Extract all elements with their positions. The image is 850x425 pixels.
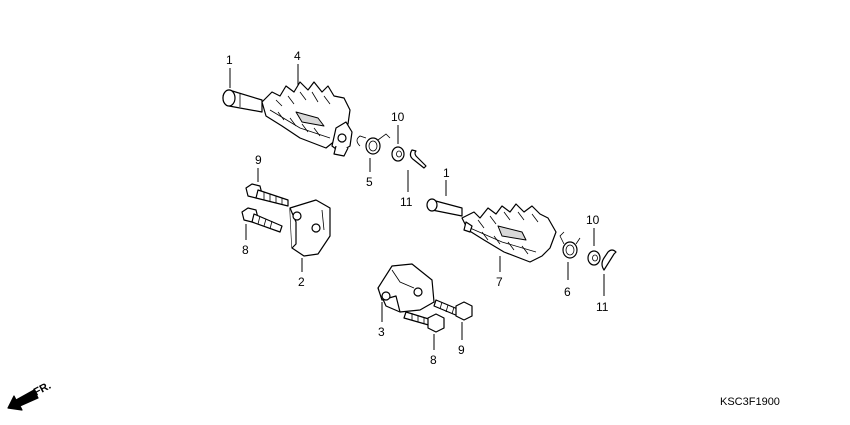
label-bolt-8-right: 8 — [430, 353, 437, 367]
front-arrow-icon — [7, 389, 39, 411]
label-bracket-2: 2 — [298, 275, 305, 289]
label-pin-upper: 1 — [226, 53, 233, 67]
front-direction-indicator: FR. — [7, 380, 53, 411]
bolt-8-right[interactable] — [403, 311, 445, 350]
bolt-9-left[interactable] — [245, 168, 289, 207]
cotter-pin-upper[interactable] — [407, 149, 427, 192]
label-spring-lower: 6 — [564, 285, 571, 299]
spring-upper[interactable] — [356, 133, 391, 172]
bracket-3[interactable] — [377, 263, 435, 322]
label-cotter-pin-upper: 11 — [400, 195, 413, 209]
label-bolt-8-left: 8 — [242, 243, 249, 257]
footpeg-right[interactable] — [261, 64, 353, 157]
label-footpeg-right: 4 — [294, 49, 301, 63]
cotter-pin-lower[interactable] — [601, 249, 617, 296]
footpeg-left[interactable] — [461, 203, 557, 272]
bolt-8-left[interactable] — [241, 207, 283, 240]
spring-lower[interactable] — [559, 231, 581, 280]
label-spring-upper: 5 — [366, 175, 373, 189]
label-pin-lower: 1 — [443, 166, 450, 180]
washer-upper[interactable] — [391, 125, 405, 162]
label-bolt-9-left: 9 — [255, 153, 262, 167]
front-arrow-label: FR. — [32, 380, 53, 399]
label-footpeg-left: 7 — [496, 275, 503, 289]
label-bolt-9-right: 9 — [458, 343, 465, 357]
pin-upper[interactable] — [222, 68, 263, 113]
diagram-code: KSC3F1900 — [720, 396, 780, 408]
washer-lower[interactable] — [587, 228, 601, 266]
label-washer-upper: 10 — [391, 110, 405, 124]
bolt-9-right[interactable] — [433, 299, 473, 340]
pin-lower[interactable] — [426, 180, 463, 217]
label-washer-lower: 10 — [586, 213, 600, 227]
bracket-2[interactable] — [289, 199, 331, 272]
label-cotter-pin-lower: 11 — [596, 300, 609, 314]
label-bracket-3: 3 — [378, 325, 385, 339]
